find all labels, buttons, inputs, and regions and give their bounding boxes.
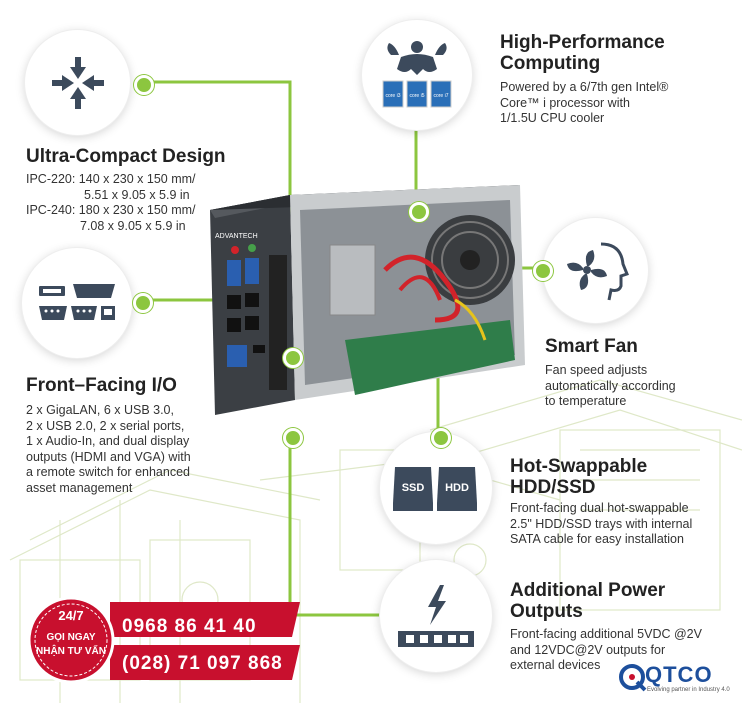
hdd-title-line-1: Hot-Swappable	[510, 456, 648, 477]
hdd-line-1: Front-facing dual hot-swappable	[510, 501, 689, 515]
fan-title: Smart Fan	[545, 336, 638, 357]
logo-tagline: Evolving partner in Industry 4.0	[647, 687, 730, 693]
phone-number-1[interactable]: 0968 86 41 40	[122, 616, 257, 637]
qtco-logo[interactable]: QTCO Evolving partner in Industry 4.0	[617, 660, 735, 700]
connector-compact	[143, 80, 292, 215]
fan-line-2: automatically according	[545, 378, 676, 393]
fan-icon-circle	[543, 218, 648, 323]
hdd-label: HDD	[445, 482, 469, 494]
ports-icon	[39, 284, 115, 320]
power-desc: Front-facing additional 5VDC @2V and 12V…	[510, 627, 702, 674]
compact-dot	[134, 75, 154, 95]
power-device-dot	[283, 428, 303, 448]
chip-label-i7: core i7	[433, 93, 448, 99]
performance-title-line-1: High-Performance	[500, 32, 665, 53]
io-line-3: 1 x Audio-In, and dual display	[26, 434, 190, 448]
badge-top-text: 24/7	[58, 608, 84, 623]
compact-line-4: 7.08 x 9.05 x 5.9 in	[80, 218, 186, 233]
promo-banner	[110, 602, 300, 680]
performance-title: High-Performance Computing	[500, 32, 665, 74]
power-connector-icon	[398, 585, 474, 647]
performance-line-1: Powered by a 6/7th gen Intel®	[500, 80, 669, 94]
power-icon-circle	[380, 560, 492, 672]
hdd-line-2: 2.5" HDD/SSD trays with internal	[510, 516, 693, 531]
fan-line-1: Fan speed adjusts	[545, 363, 648, 377]
fan-dot	[533, 261, 553, 281]
io-line-4: outputs (HDMI and VGA) with	[26, 449, 191, 464]
performance-icon-circle: core i3 core i5 core i7	[362, 20, 472, 130]
hdd-title-line-2: HDD/SSD	[510, 477, 596, 498]
io-line-1: 2 x GigaLAN, 6 x USB 3.0,	[26, 403, 174, 417]
power-line-1: Front-facing additional 5VDC @2V	[510, 627, 702, 641]
power-title-line-2: Outputs	[510, 601, 583, 622]
power-line-2: and 12VDC@2V outputs for	[510, 642, 666, 657]
fan-desc: Fan speed adjusts automatically accordin…	[545, 363, 676, 410]
hdd-line-3: SATA cable for easy installation	[510, 532, 684, 546]
fan-head-icon	[566, 242, 629, 300]
hdd-dot	[431, 428, 451, 448]
compact-line-2: 5.51 x 9.05 x 5.9 in	[84, 187, 190, 202]
power-title-line-1: Additional Power	[510, 580, 666, 601]
io-line-6: asset management	[26, 480, 133, 495]
compact-line-3: IPC-240: 180 x 230 x 150 mm/	[26, 203, 196, 217]
fan-line-3: to temperature	[545, 394, 627, 408]
hdd-icon-circle: SSD HDD	[380, 432, 492, 544]
io-title: Front–Facing I/O	[26, 375, 177, 396]
io-desc: 2 x GigaLAN, 6 x USB 3.0, 2 x USB 2.0, 2…	[26, 403, 191, 496]
io-line-2: 2 x USB 2.0, 2 x serial ports,	[26, 418, 185, 433]
io-dot	[133, 293, 153, 313]
io-icon-circle	[22, 248, 132, 358]
arrows-inward-icon	[51, 56, 104, 109]
power-line-3: external devices	[510, 658, 601, 672]
power-title: Additional Power Outputs	[510, 580, 665, 622]
logo-name: QTCO	[645, 662, 713, 687]
device-brand-label: ADVANTECH	[215, 233, 258, 240]
compact-title: Ultra-Compact Design	[26, 146, 226, 167]
compact-desc: IPC-220: 140 x 230 x 150 mm/ 5.51 x 9.05…	[26, 172, 196, 234]
performance-dot	[409, 202, 429, 222]
chip-label-i3: core i3	[385, 93, 400, 99]
muscle-cpu-icon: core i3 core i5 core i7	[382, 41, 452, 108]
hdd-device-dot	[283, 348, 303, 368]
hdd-desc: Front-facing dual hot-swappable 2.5" HDD…	[510, 501, 692, 548]
performance-line-2: Core™ i processor with	[500, 95, 630, 110]
phone-number-2[interactable]: (028) 71 097 868	[122, 653, 283, 674]
compact-icon-circle	[25, 30, 130, 135]
contact-badge[interactable]	[26, 595, 116, 685]
io-line-5: a remote switch for enhanced	[26, 465, 190, 479]
chip-label-i5: core i5	[409, 93, 424, 99]
ssd-label: SSD	[402, 482, 425, 494]
qtco-logo-mark-icon	[619, 664, 647, 692]
performance-title-line-2: Computing	[500, 53, 601, 74]
badge-line-1: GỌI NGAY	[46, 632, 96, 643]
performance-line-3: 1/1.5U CPU cooler	[500, 111, 605, 125]
compact-line-1: IPC-220: 140 x 230 x 150 mm/	[26, 172, 196, 186]
badge-line-2: NHẬN TƯ VẤN	[36, 646, 106, 657]
performance-desc: Powered by a 6/7th gen Intel® Core™ i pr…	[500, 80, 668, 127]
hdd-title: Hot-Swappable HDD/SSD	[510, 456, 647, 498]
drive-icon: SSD HDD	[393, 467, 477, 511]
ipc-device-image: ADVANTECH	[210, 185, 525, 415]
